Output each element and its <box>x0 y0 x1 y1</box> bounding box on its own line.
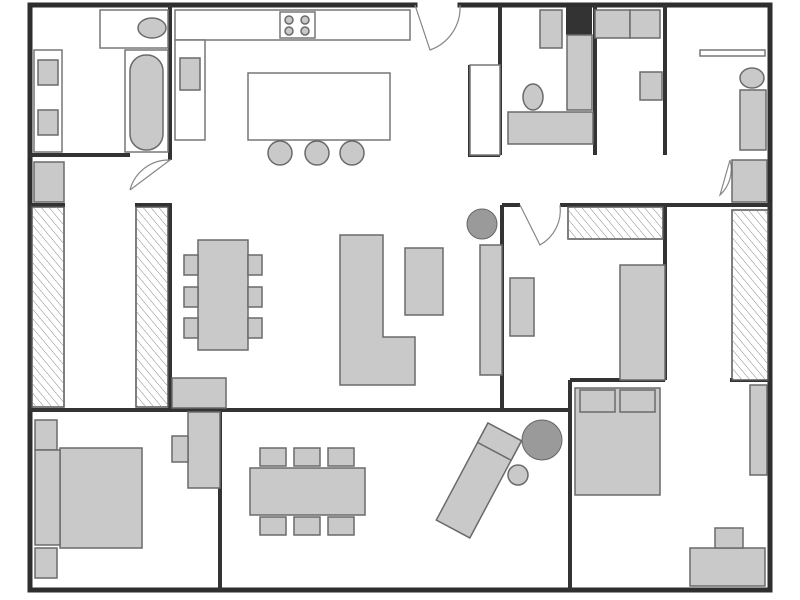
desk-chair <box>171 435 189 463</box>
bed <box>59 447 143 549</box>
chair <box>247 317 263 339</box>
chair <box>183 286 199 308</box>
vanity <box>507 111 594 145</box>
doors <box>129 4 732 246</box>
counter <box>629 9 661 39</box>
headboard <box>34 449 61 546</box>
shelf <box>539 9 563 49</box>
bathtub <box>739 89 767 151</box>
closet-hangers <box>732 210 768 380</box>
chair <box>183 317 199 339</box>
cabinet <box>469 64 501 156</box>
chair <box>247 254 263 276</box>
washer <box>731 159 768 203</box>
kitchen-island <box>247 72 391 141</box>
chair <box>247 286 263 308</box>
closet-hangers <box>568 207 663 239</box>
burner <box>284 15 294 25</box>
bar-stool <box>267 140 293 166</box>
burner <box>300 15 310 25</box>
shower <box>566 34 593 111</box>
desk <box>187 411 221 489</box>
bar-stool <box>304 140 330 166</box>
closets <box>31 206 769 408</box>
dresser <box>749 384 768 476</box>
kitchen <box>174 9 411 166</box>
living-area <box>171 208 535 409</box>
bathroom-top-left <box>33 9 169 203</box>
sideboard <box>171 377 227 409</box>
chair <box>183 254 199 276</box>
bathtub <box>129 54 164 151</box>
bedroom-bottom-left <box>34 411 221 579</box>
chair <box>293 447 321 467</box>
plant <box>466 208 498 240</box>
pillow <box>579 389 616 413</box>
coffee-table <box>404 247 444 316</box>
sink <box>639 71 663 101</box>
plant <box>521 419 563 461</box>
kitchen-sink <box>179 57 201 91</box>
bedroom-bottom-right <box>574 384 768 587</box>
chair <box>259 447 287 467</box>
nightstand <box>34 547 58 579</box>
desk-chair <box>714 527 744 549</box>
bar-stool <box>339 140 365 166</box>
counter <box>594 9 631 39</box>
chair <box>327 447 355 467</box>
lounge-chair <box>435 421 523 539</box>
dining-area <box>183 239 263 351</box>
toilet <box>137 17 167 39</box>
washer <box>33 161 65 203</box>
sectional-sofa <box>339 234 416 386</box>
top-right-rooms <box>469 7 768 203</box>
pillow <box>619 389 656 413</box>
dining-table <box>197 239 249 351</box>
burner <box>284 26 294 36</box>
sink <box>37 109 59 136</box>
sink <box>37 59 59 86</box>
toilet <box>739 67 765 89</box>
chair <box>259 516 287 536</box>
shelf <box>699 49 766 57</box>
toilet <box>522 83 544 111</box>
desk <box>689 547 766 587</box>
chair <box>293 516 321 536</box>
nightstand <box>34 419 58 451</box>
table <box>249 467 366 516</box>
bottom-dining <box>249 419 563 539</box>
closet-hangers <box>32 207 64 407</box>
stove <box>279 11 316 39</box>
bed <box>619 264 666 381</box>
bedroom-middle <box>619 264 666 381</box>
burner <box>300 26 310 36</box>
desk <box>509 277 535 337</box>
side-table <box>507 464 529 486</box>
tv-unit <box>479 244 503 376</box>
chair <box>327 516 355 536</box>
column <box>566 7 592 35</box>
closet-hangers <box>136 207 168 407</box>
